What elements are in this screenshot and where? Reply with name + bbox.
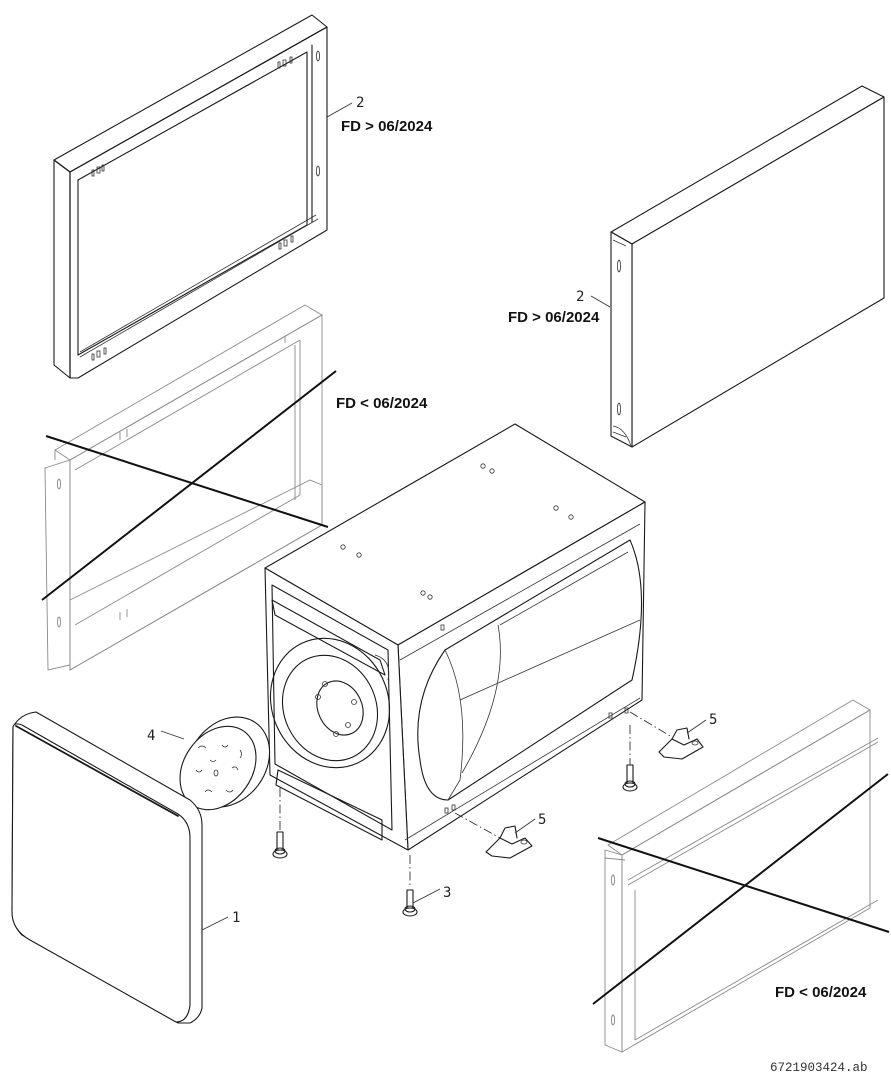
old-frame-cross-out: [41, 370, 337, 601]
fd-old-frame-label: FD < 06/2024: [336, 395, 428, 412]
leveling-foot-screw: [272, 831, 288, 859]
callout-2-frame-leader: [326, 102, 353, 118]
callout-5-rear: 5: [709, 712, 717, 728]
main-unit-housing: [264, 423, 646, 851]
side-panel-part-2: [610, 85, 885, 448]
callout-5-front: 5: [538, 812, 546, 828]
callout-1: 1: [232, 910, 240, 926]
assembly-line: [454, 812, 501, 839]
document-code: 6721903424.ab: [770, 1061, 868, 1075]
callout-4: 4: [147, 728, 155, 744]
mounting-bracket-rear: [658, 727, 704, 760]
callout-2-frame: 2: [356, 95, 364, 111]
callout-2-panel: 2: [576, 289, 584, 305]
callout-4-leader: [160, 730, 185, 740]
top-frame-part-2: [53, 14, 328, 379]
callout-3: 3: [443, 885, 451, 901]
mounting-bracket-front: [485, 825, 533, 859]
callout-2-panel-leader: [590, 295, 611, 308]
old-side-panel-cross-out: [592, 773, 890, 1005]
leveling-foot-screw: [622, 764, 638, 792]
callout-3-leader: [412, 888, 441, 904]
old-frame-obsolete: [44, 304, 323, 671]
callout-1-leader: [201, 916, 229, 931]
front-cover-part-1: [11, 711, 203, 1024]
leveling-foot-screw: [402, 889, 418, 917]
fd-old-panel-label: FD < 06/2024: [775, 984, 867, 1001]
assembly-line: [629, 711, 673, 738]
callout-5-front-leader: [514, 818, 536, 834]
filter-disc-part-4: [179, 716, 271, 811]
fd-new-frame-label: FD > 06/2024: [341, 118, 433, 135]
callout-5-rear-leader: [686, 719, 707, 734]
fd-new-panel-label: FD > 06/2024: [508, 309, 600, 326]
